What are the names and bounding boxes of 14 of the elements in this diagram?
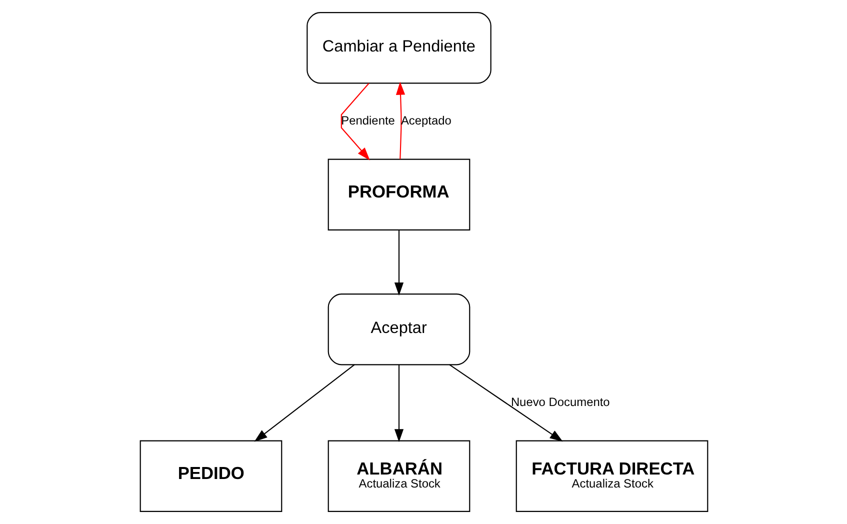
arrow (340, 83, 370, 160)
node-box: Aceptar (327, 294, 470, 366)
node-box: FACTURA DIRECTA Actualiza Stock (515, 440, 708, 512)
edge-label: Pendiente (340, 113, 394, 128)
arrow (254, 364, 354, 442)
arrow (395, 82, 405, 160)
node-box: PROFORMA (327, 158, 470, 230)
arrow (394, 230, 404, 296)
arrow (394, 364, 404, 442)
node-box: ALBARÁN Actualiza Stock (327, 440, 470, 512)
node-box: PEDIDO (139, 440, 282, 512)
arrow (448, 364, 562, 442)
node-box: Cambiar a Pendiente (306, 12, 491, 84)
edge-label: Nuevo Documento (510, 394, 610, 409)
